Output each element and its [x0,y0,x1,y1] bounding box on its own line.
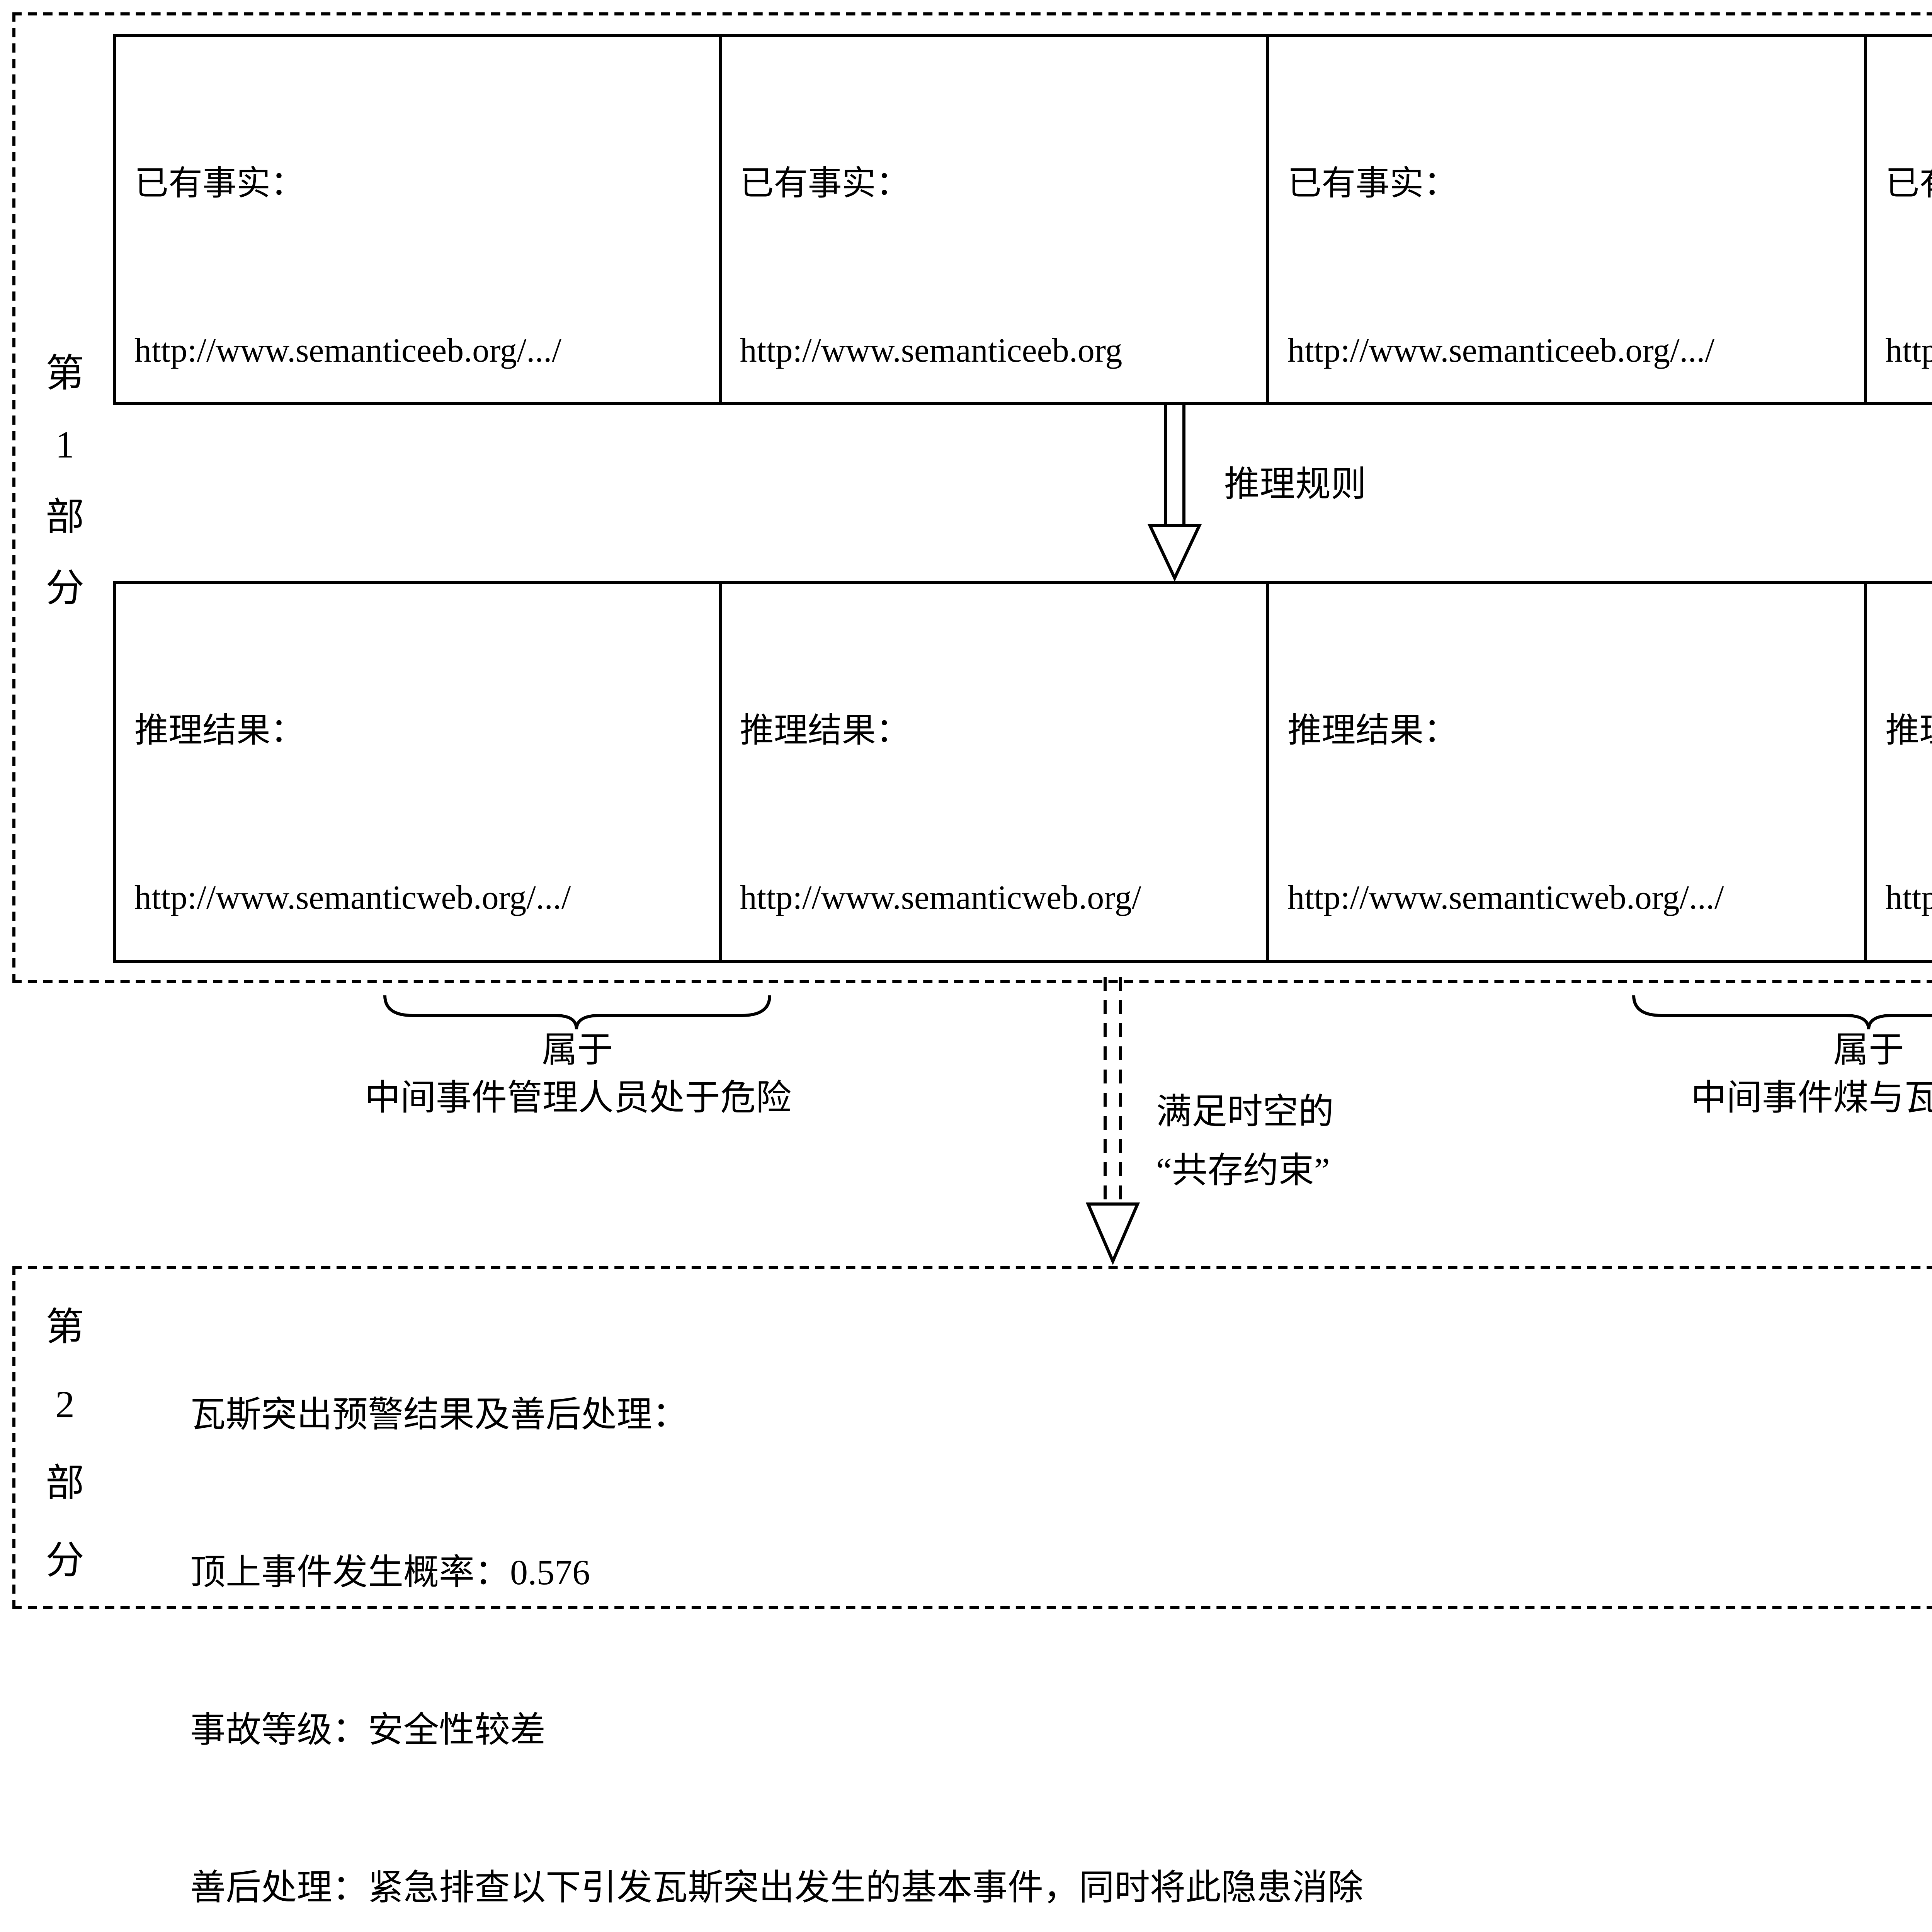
fact-text: http://www.semanticeeb.org/.../ [134,331,561,369]
left-brace-caption-2: 中间事件管理人员处于危险 [365,1079,791,1117]
fact-box-4: 已有事实： http://www.semanticeeb.org/.../ #C… [1864,34,1932,405]
result-title: 推理结果： [1885,711,1932,750]
fact-title: 已有事实： [134,164,305,202]
part1-vertical-label: 第 1 部 分 [40,355,90,609]
result-title: 推理结果： [1287,711,1458,750]
fact-title: 已有事实： [740,164,910,202]
part2-label-char: 部 [45,1463,84,1505]
left-brace-caption-1: 属于 [542,1031,613,1070]
part1-label-char: 分 [45,568,84,611]
result-text: http://www.semanticweb.org/.../ [1885,878,1932,917]
facts-row: 已有事实： http://www.semanticeeb.org/.../ #S… [113,34,1932,405]
right-underbrace [1631,992,1932,1032]
part2-region: 第 2 部 分 瓦斯突出预警结果及善后处理： 顶上事件发生概率：0.576 事故… [12,1266,1932,1907]
part1-label-char: 1 [55,425,75,468]
result-box-2: 推理结果： http://www.semanticweb.org/ .../#M… [718,581,1269,963]
coexistence-label-1: 满足时空的 [1156,1093,1334,1131]
result-text: http://www.semanticweb.org/.../ [134,878,571,917]
right-brace-caption-2: 中间事件煤与瓦斯突出 [1691,1079,1932,1117]
part2-vertical-label: 第 2 部 分 [40,1309,90,1581]
result-text: http://www.semanticweb.org/ [740,878,1141,917]
fact-box-3: 已有事实： http://www.semanticeeb.org/.../ #C… [1266,34,1867,405]
result-title: 推理结果： [134,711,305,750]
part2-line-title: 瓦斯突出预警结果及善后处理： [190,1396,688,1434]
part2-content: 瓦斯突出预警结果及善后处理： 顶上事件发生概率：0.576 事故等级：安全性较差… [190,1284,1932,1932]
inference-arrow [1141,405,1209,582]
part2-line-handling: 善后处理：紧急排查以下引发瓦斯突出发生的基本事件，同时将此隐患消除 [190,1869,1363,1907]
results-row: 推理结果： http://www.semanticweb.org/.../ #S… [113,581,1932,963]
left-underbrace [382,992,773,1032]
coexistence-label-2: “共存约束” [1156,1151,1330,1190]
result-box-4: 推理结果： http://www.semanticweb.org/.../ #C… [1864,581,1932,963]
fact-title: 已有事实： [1885,164,1932,202]
part1-label-char: 部 [45,497,84,539]
fact-text: http://www.semanticeeb.org [740,331,1122,369]
part2-label-char: 分 [45,1541,84,1583]
part2-line-probability: 顶上事件发生概率：0.576 [190,1553,590,1592]
fact-box-1: 已有事实： http://www.semanticeeb.org/.../ #S… [113,34,721,405]
result-text: http://www.semanticweb.org/.../ [1287,878,1724,917]
part2-line-level: 事故等级：安全性较差 [190,1711,546,1750]
fact-text: http://www.semanticeeb.org/.../ [1287,331,1714,369]
result-box-1: 推理结果： http://www.semanticweb.org/.../ #S… [113,581,721,963]
part1-region: 第 1 部 分 已有事实： http://www.semanticeeb.org… [12,12,1932,983]
fact-text: http://www.semanticeeb.org/.../ [1885,331,1932,369]
part2-label-char: 第 [45,1308,84,1349]
right-brace-caption-1: 属于 [1833,1031,1904,1070]
result-title: 推理结果： [740,711,910,750]
fact-title: 已有事实： [1287,164,1458,202]
part2-label-char: 2 [55,1385,75,1427]
figure-page: 第 1 部 分 已有事实： http://www.semanticeeb.org… [12,12,1932,1907]
coexistence-arrow [1079,977,1147,1267]
fact-box-2: 已有事实： http://www.semanticeeb.org /.../#M… [718,34,1269,405]
part1-label-char: 第 [45,354,84,396]
result-box-3: 推理结果： http://www.semanticweb.org/.../ #C… [1266,581,1867,963]
inference-arrow-label: 推理规则 [1224,465,1366,504]
